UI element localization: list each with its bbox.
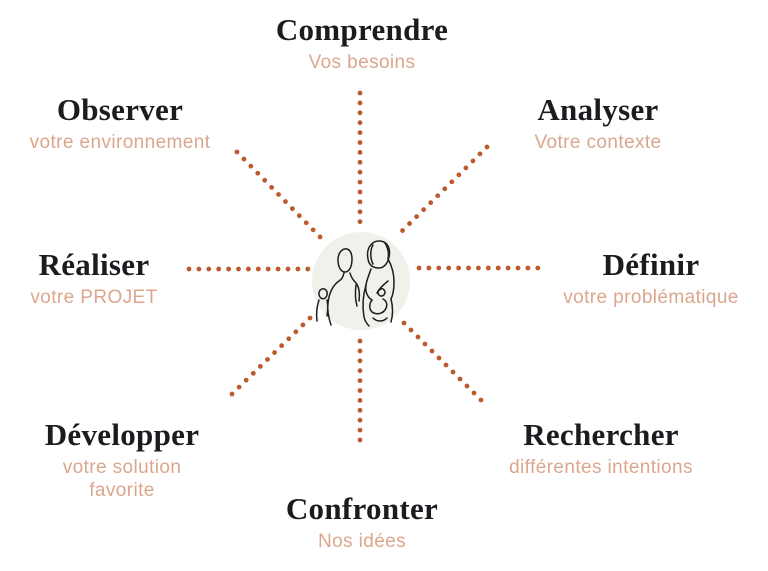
step-observer-title: Observer (56, 92, 184, 127)
step-analyser-subtitle: Votre contexte (534, 132, 662, 154)
dotted-line-top-right (393, 144, 490, 240)
step-developper: Développer votre solution favorite (0, 417, 252, 502)
step-rechercher-title: Rechercher (523, 417, 679, 452)
dotted-line-bottom-right (401, 320, 490, 409)
step-realiser-subtitle: votre PROJET (30, 287, 158, 309)
step-definir-subtitle: votre problématique (563, 287, 739, 309)
step-confronter-title: Confronter (285, 491, 439, 526)
step-comprendre-subtitle: Vos besoins (308, 52, 416, 74)
dotted-line-top-left (234, 149, 329, 246)
step-confronter: Confronter Nos idées (232, 491, 492, 553)
step-developper-title: Développer (44, 417, 200, 452)
family-sketch-illustration (312, 232, 410, 330)
step-realiser: Réaliser votre PROJET (0, 247, 224, 309)
step-confronter-subtitle: Nos idées (317, 531, 407, 553)
step-comprendre: Comprendre Vos besoins (232, 12, 492, 74)
step-rechercher: Rechercher différentes intentions (471, 417, 731, 479)
step-observer: Observer votre environnement (0, 92, 250, 154)
step-observer-subtitle: votre environnement (29, 132, 211, 154)
step-realiser-title: Réaliser (38, 247, 150, 282)
step-definir: Définir votre problématique (521, 247, 768, 309)
center-circle (312, 232, 410, 330)
step-rechercher-subtitle: différentes intentions (509, 457, 693, 479)
step-comprendre-title: Comprendre (275, 12, 449, 47)
step-developper-subtitle: votre solution favorite (62, 457, 182, 502)
step-definir-title: Définir (602, 247, 700, 282)
step-analyser-title: Analyser (537, 92, 659, 127)
step-analyser: Analyser Votre contexte (468, 92, 728, 154)
dotted-line-bottom-left (227, 315, 313, 399)
family-sketch-strokes (315, 240, 395, 327)
